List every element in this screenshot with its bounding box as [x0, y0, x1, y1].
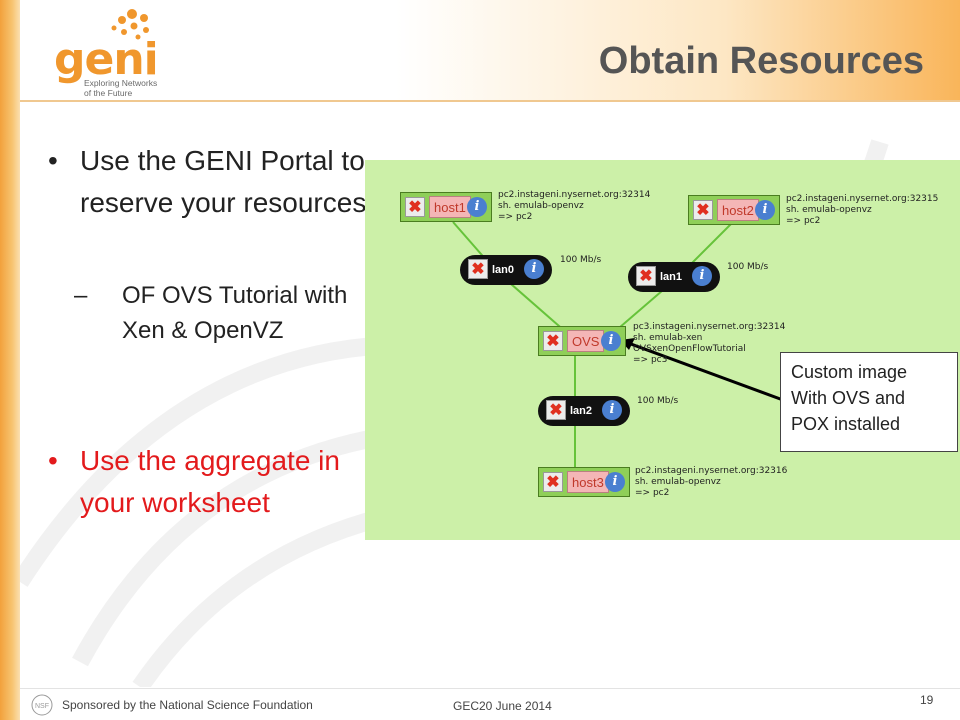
header-band: [20, 0, 960, 100]
left-accent-bar: [0, 0, 20, 720]
lan-lan1[interactable]: ✖ lan1 i: [628, 262, 720, 292]
delete-icon[interactable]: ✖: [405, 197, 425, 217]
lan-lan0[interactable]: ✖ lan0 i: [460, 255, 552, 285]
delete-icon[interactable]: ✖: [693, 200, 713, 220]
node-meta: pc3.instageni.nysernet.org:32314 sh. emu…: [633, 322, 786, 365]
lan-lan2[interactable]: ✖ lan2 i: [538, 396, 630, 426]
custom-image-callout: Custom image With OVS and POX installed: [780, 352, 958, 452]
header-divider: [20, 100, 960, 102]
node-meta: pc2.instageni.nysernet.org:32314 sh. emu…: [498, 190, 651, 222]
delete-icon[interactable]: ✖: [468, 259, 488, 279]
node-host2[interactable]: ✖ host2 i: [688, 195, 780, 225]
delete-icon[interactable]: ✖: [543, 472, 563, 492]
slide-title: Obtain Resources: [598, 40, 924, 82]
node-ovs[interactable]: ✖ OVS i: [538, 326, 626, 356]
node-meta: pc2.instageni.nysernet.org:32315 sh. emu…: [786, 194, 939, 226]
logo-wordmark: geni: [54, 34, 159, 85]
info-icon[interactable]: i: [524, 259, 544, 279]
lan-bandwidth: 100 Mb/s: [637, 396, 679, 406]
delete-icon[interactable]: ✖: [636, 266, 656, 286]
bullet-text: Use the GENI Portal to reserve your reso…: [80, 145, 367, 218]
sub-bullet-dash: –: [74, 282, 88, 309]
node-meta: pc2.instageni.nysernet.org:32316 sh. emu…: [635, 466, 788, 498]
nsf-logo-icon: NSF: [31, 694, 53, 716]
info-icon[interactable]: i: [601, 331, 621, 351]
info-icon[interactable]: i: [755, 200, 775, 220]
bullet-dot: •: [48, 445, 58, 476]
node-host1[interactable]: ✖ host1 i: [400, 192, 492, 222]
nsf-logo-text: NSF: [35, 703, 49, 710]
node-host3[interactable]: ✖ host3 i: [538, 467, 630, 497]
node-label: host2: [717, 199, 759, 221]
event-text: GEC20 June 2014: [453, 699, 552, 713]
node-label: host1: [429, 196, 471, 218]
bullet-text-highlight: Use the aggregate in your worksheet: [80, 445, 340, 518]
lan-label: lan0: [492, 264, 515, 276]
callout-line: With OVS and: [791, 388, 906, 408]
lan-label: lan2: [570, 405, 593, 417]
callout-arrow: [619, 338, 784, 402]
geni-logo-dots-icon: [111, 9, 149, 40]
page-number: 19: [920, 693, 934, 707]
lan-bandwidth: 100 Mb/s: [727, 262, 769, 272]
delete-icon[interactable]: ✖: [546, 400, 566, 420]
node-label: OVS: [567, 330, 605, 352]
info-icon[interactable]: i: [467, 197, 487, 217]
delete-icon[interactable]: ✖: [543, 331, 563, 351]
node-label: host3: [567, 471, 609, 493]
bullet-dot: •: [48, 145, 58, 176]
geni-logo: geni Exploring Networks of the Future: [46, 8, 176, 98]
lan-bandwidth: 100 Mb/s: [560, 255, 602, 265]
logo-tagline: Exploring Networks of the Future: [84, 78, 158, 98]
info-icon[interactable]: i: [602, 400, 622, 420]
footer-divider: [20, 688, 960, 689]
topology-panel: ✖ host1 i pc2.instageni.nysernet.org:323…: [365, 160, 960, 540]
info-icon[interactable]: i: [605, 472, 625, 492]
callout-line: POX installed: [791, 414, 901, 434]
info-icon[interactable]: i: [692, 266, 712, 286]
sub-bullet-text: OF OVS Tutorial with Xen & OpenVZ: [122, 282, 348, 344]
callout-line: Custom image: [791, 362, 908, 382]
sponsor-text: Sponsored by the National Science Founda…: [62, 698, 313, 712]
lan-label: lan1: [660, 271, 683, 283]
